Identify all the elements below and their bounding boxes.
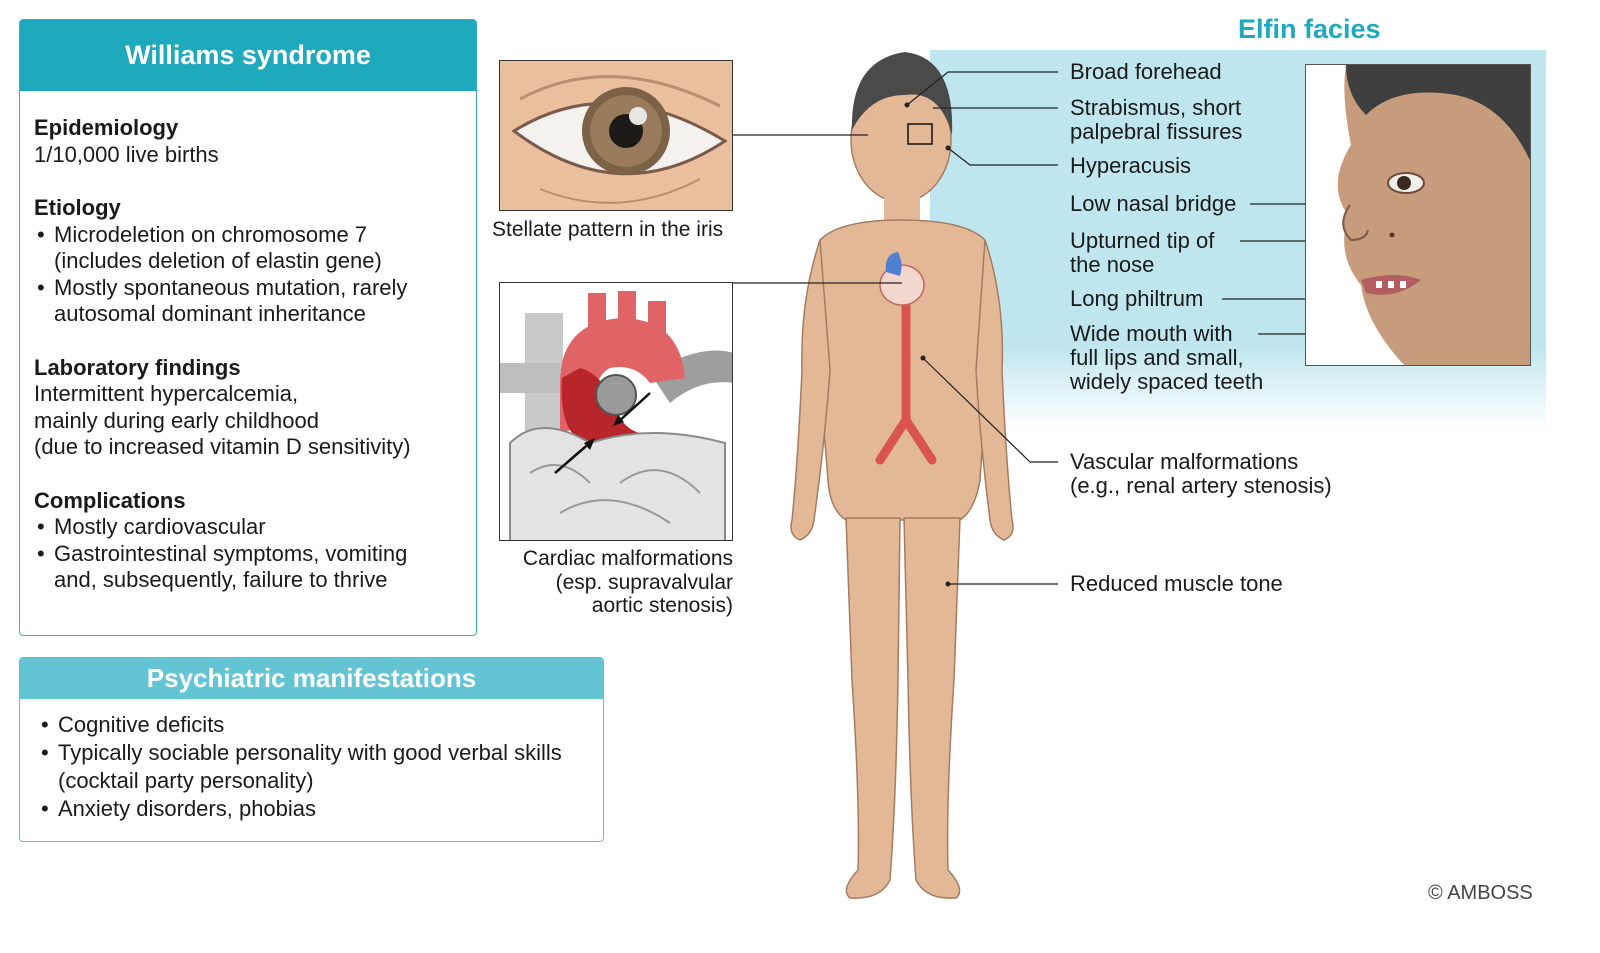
psychiatric-bullet: Typically sociable personality with good… — [38, 739, 603, 795]
psychiatric-text: (cocktail party personality) — [58, 768, 314, 793]
panel-section: EtiologyMicrodeletion on chromosome 7(in… — [34, 195, 476, 328]
bullet-text: Gastrointestinal symptoms, vomiting — [54, 540, 408, 566]
label-vascular-malformations: Vascular malformations (e.g., renal arte… — [1070, 450, 1332, 498]
psychiatric-text: Cognitive deficits — [58, 712, 225, 737]
section-text: mainly during early childhood — [34, 407, 319, 433]
psychiatric-bullet: Anxiety disorders, phobias — [38, 795, 603, 823]
elfin-facies-title: Elfin facies — [1238, 14, 1381, 44]
label-strabismus: Strabismus, short palpebral fissures — [1070, 96, 1242, 144]
heart-illustration — [500, 283, 732, 540]
section-heading: Etiology — [34, 195, 121, 220]
bullet-item: Gastrointestinal symptoms, vomitingand, … — [34, 541, 476, 594]
heart-caption-line: Cardiac malformations — [522, 547, 733, 570]
section-heading: Epidemiology — [34, 115, 179, 140]
label-vascular-line2: (e.g., renal artery stenosis) — [1070, 473, 1332, 498]
psychiatric-list: Cognitive deficitsTypically sociable per… — [20, 699, 603, 823]
psychiatric-bullet: Cognitive deficits — [38, 711, 603, 739]
label-wide-mouth: Wide mouth with full lips and small, wid… — [1070, 322, 1263, 394]
label-low-nasal-bridge: Low nasal bridge — [1070, 191, 1237, 216]
section-text: Intermittent hypercalcemia, — [34, 381, 299, 406]
label-upturned-line2: the nose — [1070, 252, 1155, 277]
section-text: (due to increased vitamin D sensitivity) — [34, 434, 411, 459]
label-upturned-line1: Upturned tip of — [1070, 228, 1215, 253]
bullet-text: autosomal dominant inheritance — [54, 301, 366, 326]
bullet-text: Mostly cardiovascular — [54, 514, 266, 539]
section-heading: Complications — [34, 487, 186, 513]
bullet-text: (includes deletion of elastin gene) — [54, 248, 382, 273]
face-closeup-image — [1305, 64, 1531, 366]
label-mouth-line2: full lips and small, — [1070, 345, 1244, 370]
heart-caption: Cardiac malformations(esp. supravalvular… — [480, 547, 733, 618]
panel-section: ComplicationsMostly cardiovascularGastro… — [34, 488, 476, 594]
label-broad-forehead: Broad forehead — [1070, 59, 1222, 84]
psychiatric-text: Anxiety disorders, phobias — [58, 796, 317, 821]
bullet-item: Mostly spontaneous mutation, rarelyautos… — [34, 275, 476, 328]
psychiatric-title: Psychiatric manifestations — [20, 658, 603, 699]
label-upturned-nose: Upturned tip of the nose — [1070, 229, 1214, 277]
bullet-text: Microdeletion on chromosome 7 — [54, 221, 368, 247]
label-mouth-line1: Wide mouth with — [1070, 321, 1233, 346]
body-figure — [790, 52, 1014, 899]
bullet-text: and, subsequently, failure to thrive — [54, 567, 388, 592]
bullet-item: Microdeletion on chromosome 7(includes d… — [34, 222, 476, 275]
iris-image — [499, 60, 733, 211]
label-hyperacusis: Hyperacusis — [1070, 153, 1192, 178]
heart-caption-line: (esp. supravalvular — [555, 570, 733, 594]
bullet-text: Mostly spontaneous mutation, rarely — [54, 274, 408, 300]
psychiatric-text: Typically sociable personality with good… — [58, 740, 562, 765]
label-reduced-muscle-tone: Reduced muscle tone — [1070, 571, 1283, 596]
label-vascular-line1: Vascular malformations — [1070, 449, 1299, 474]
label-mouth-line3: widely spaced teeth — [1070, 369, 1264, 394]
copyright: © AMBOSS — [1428, 882, 1533, 904]
psychiatric-panel: Psychiatric manifestations Cognitive def… — [19, 657, 604, 842]
section-heading: Laboratory findings — [34, 354, 241, 380]
eye-illustration — [500, 61, 732, 210]
heart-caption-line: aortic stenosis) — [591, 594, 733, 617]
bullet-item: Mostly cardiovascular — [34, 514, 476, 541]
label-strabismus-line2: palpebral fissures — [1070, 119, 1243, 144]
panel-title: Williams syndrome — [20, 20, 476, 91]
iris-caption: Stellate pattern in the iris — [492, 218, 724, 241]
face-illustration — [1306, 65, 1530, 365]
label-long-philtrum: Long philtrum — [1070, 286, 1204, 311]
label-strabismus-line1: Strabismus, short — [1070, 95, 1242, 120]
section-text: 1/10,000 live births — [34, 141, 219, 167]
heart-image — [499, 282, 733, 541]
